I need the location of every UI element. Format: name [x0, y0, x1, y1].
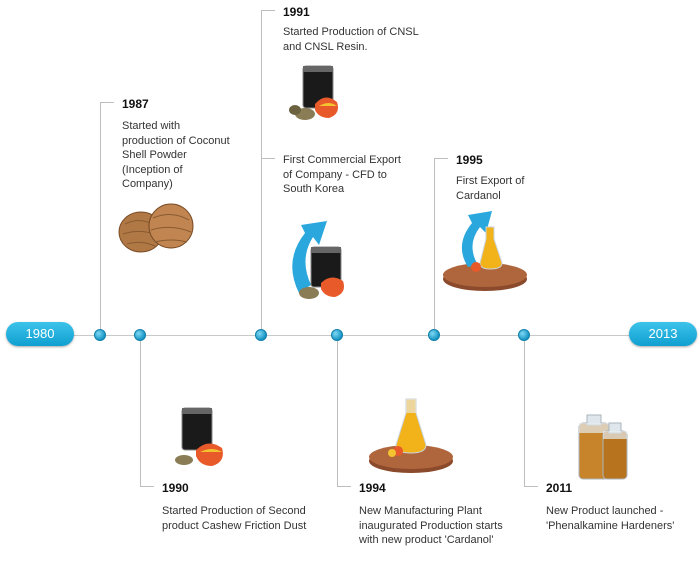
cnsl-jar-image — [289, 65, 338, 120]
event-1991-year: 1991 — [283, 5, 310, 19]
export-cfd-image — [292, 221, 344, 299]
timeline-dot-1987 — [94, 329, 106, 341]
event-1995-text: First Export of Cardanol — [456, 175, 525, 202]
connector-1991 — [261, 10, 262, 329]
connector-1995-tick — [434, 158, 448, 159]
event-2011-text: New Product launched - 'Phenalkamine Har… — [546, 505, 675, 532]
event-1987-text: Started with production of Coconut Shell… — [122, 120, 230, 190]
event-1994-text: New Manufacturing Plant inaugurated Prod… — [359, 505, 503, 546]
coconut-shell-image — [118, 203, 194, 253]
timeline-dot-1995 — [428, 329, 440, 341]
connector-1987-tick — [100, 102, 114, 103]
start-year-badge: 1980 — [6, 322, 74, 346]
connector-1994-tick — [337, 486, 351, 487]
cardanol-plant-image — [369, 398, 453, 473]
timeline-dot-1994 — [331, 329, 343, 341]
event-1991-text: Started Production of CNSL and CNSL Resi… — [283, 26, 419, 53]
connector-2011 — [524, 341, 525, 486]
connector-2011-tick — [524, 486, 538, 487]
connector-export-tick — [261, 158, 275, 159]
event-1994-year: 1994 — [359, 481, 386, 495]
timeline-axis — [60, 335, 660, 336]
timeline-dot-1991 — [255, 329, 267, 341]
event-1995-year: 1995 — [456, 153, 483, 167]
timeline-dot-2011 — [518, 329, 530, 341]
event-export-text: First Commercial Export of Company - CFD… — [283, 154, 401, 195]
phenalkamine-bottles-image — [578, 414, 628, 480]
end-year-badge: 2013 — [629, 322, 697, 346]
connector-1995 — [434, 158, 435, 329]
event-2011-year: 2011 — [546, 481, 573, 495]
connector-1990 — [140, 341, 141, 486]
connector-1994 — [337, 341, 338, 486]
timeline-dot-1990 — [134, 329, 146, 341]
connector-1987 — [100, 102, 101, 329]
cardanol-export-image — [443, 211, 527, 291]
connector-1991-tick — [261, 10, 275, 11]
connector-1990-tick — [140, 486, 154, 487]
cashew-friction-dust-image — [175, 407, 223, 466]
event-1990-year: 1990 — [162, 481, 189, 495]
event-1990-text: Started Production of Second product Cas… — [162, 505, 307, 532]
event-1987-year: 1987 — [122, 97, 149, 111]
